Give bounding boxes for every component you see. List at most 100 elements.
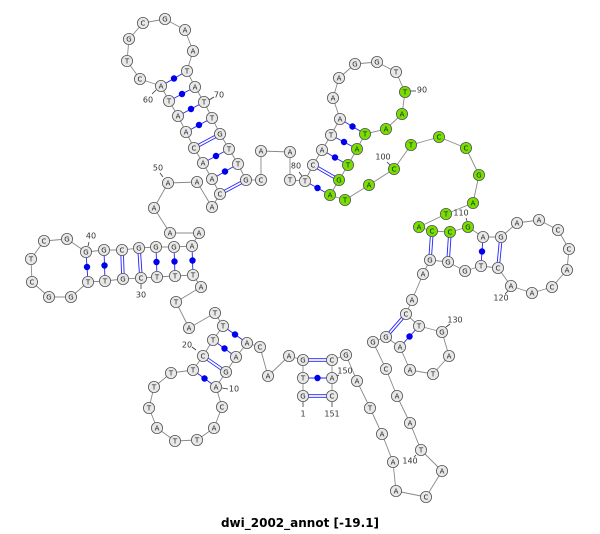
nucleotide-88: G: [370, 56, 383, 69]
nucleotide-127: A: [405, 293, 418, 306]
svg-text:T: T: [172, 272, 178, 280]
nucleotide-94: A: [350, 142, 363, 155]
nucleotide-23: T: [208, 306, 221, 319]
nucleotide-37: T: [24, 252, 37, 265]
nucleotide-99: A: [362, 178, 375, 191]
nucleotide-63: G: [123, 33, 136, 46]
position-tick: [445, 323, 451, 328]
nucleotide-150: A: [325, 371, 338, 384]
svg-text:T: T: [210, 336, 216, 344]
nucleotide-146: T: [363, 401, 376, 414]
svg-text:C: C: [330, 356, 335, 364]
nucleotide-25: T: [169, 295, 182, 308]
svg-text:C: C: [201, 352, 206, 360]
nucleotide-8: A: [229, 350, 242, 363]
nucleotide-132: T: [426, 367, 439, 380]
nucleotide-141: A: [435, 464, 448, 477]
nucleotide-96: G: [332, 173, 345, 186]
position-tick: [87, 241, 90, 247]
nucleotide-11: C: [215, 400, 228, 413]
nucleotide-1: G: [296, 389, 309, 402]
svg-text:A: A: [471, 199, 476, 207]
svg-text:A: A: [193, 83, 198, 91]
nucleotide-59: T: [162, 95, 175, 108]
svg-text:A: A: [355, 145, 360, 153]
svg-text:A: A: [410, 296, 415, 304]
nucleotide-34: G: [65, 290, 78, 303]
pair-dot: [314, 374, 321, 382]
nucleotide-101: T: [404, 138, 417, 151]
svg-text:C: C: [464, 144, 469, 152]
nucleotide-83: T: [324, 128, 337, 141]
position-label: 140: [402, 457, 417, 466]
nucleotide-91: A: [395, 108, 408, 121]
svg-text:T: T: [300, 374, 306, 382]
position-label: 150: [337, 367, 352, 376]
nucleotide-40: G: [80, 245, 93, 258]
svg-text:C: C: [392, 165, 397, 173]
svg-text:T: T: [416, 322, 422, 330]
nucleotide-108: C: [425, 224, 438, 237]
nucleotide-117: A: [561, 263, 574, 276]
position-tick: [221, 387, 229, 390]
nucleotide-51: A: [190, 175, 203, 188]
nucleotide-16: T: [142, 401, 155, 414]
svg-text:A: A: [394, 487, 399, 495]
svg-text:T: T: [362, 130, 368, 138]
svg-text:G: G: [83, 248, 88, 256]
svg-text:T: T: [287, 176, 293, 184]
nucleotide-67: A: [186, 45, 199, 58]
svg-text:A: A: [187, 324, 192, 332]
svg-text:A: A: [166, 179, 171, 187]
svg-text:G: G: [439, 328, 444, 336]
nucleotide-7: A: [240, 336, 253, 349]
position-label: 110: [453, 209, 468, 218]
svg-text:T: T: [209, 114, 215, 122]
svg-text:T: T: [328, 131, 334, 139]
nucleotide-90: T: [398, 86, 411, 99]
svg-text:A: A: [245, 339, 250, 347]
nucleotide-41: G: [98, 243, 111, 256]
svg-text:G: G: [352, 60, 357, 68]
nucleotide-85: A: [326, 92, 339, 105]
svg-text:G: G: [64, 235, 69, 243]
nucleotide-149: C: [325, 353, 338, 366]
nucleotide-81: C: [306, 158, 319, 171]
nucleotide-13: T: [190, 433, 203, 446]
nucleotide-31: G: [117, 272, 130, 285]
nucleotide-89: T: [389, 66, 402, 79]
svg-text:A: A: [380, 430, 385, 438]
svg-text:A: A: [328, 191, 333, 199]
svg-text:A: A: [367, 181, 372, 189]
svg-text:A: A: [515, 219, 520, 227]
nucleotide-28: T: [168, 269, 181, 282]
svg-text:T: T: [173, 298, 179, 306]
pair-dot: [170, 75, 178, 82]
svg-text:A: A: [440, 467, 445, 475]
nucleotide-75: G: [239, 173, 252, 186]
svg-text:A: A: [447, 352, 452, 360]
position-tick: [413, 454, 417, 458]
svg-text:G: G: [476, 171, 481, 179]
svg-text:G: G: [445, 258, 450, 266]
pair-dot: [221, 168, 229, 175]
svg-text:A: A: [152, 204, 157, 212]
svg-text:G: G: [498, 233, 503, 241]
svg-text:A: A: [331, 94, 336, 102]
svg-text:T: T: [302, 177, 308, 185]
position-label: 70: [214, 91, 224, 100]
nucleotide-46: A: [185, 239, 198, 252]
nucleotide-114: A: [533, 213, 546, 226]
svg-text:A: A: [384, 125, 389, 133]
structure-title: dwi_2002_annot [-19.1]: [220, 516, 380, 530]
nucleotide-78: A: [283, 145, 296, 158]
svg-text:T: T: [418, 446, 424, 454]
svg-text:C: C: [448, 228, 453, 236]
svg-text:A: A: [287, 352, 292, 360]
svg-text:T: T: [154, 273, 160, 281]
nucleotide-24: A: [182, 321, 195, 334]
svg-text:C: C: [384, 365, 389, 373]
nucleotide-93: T: [358, 127, 371, 140]
